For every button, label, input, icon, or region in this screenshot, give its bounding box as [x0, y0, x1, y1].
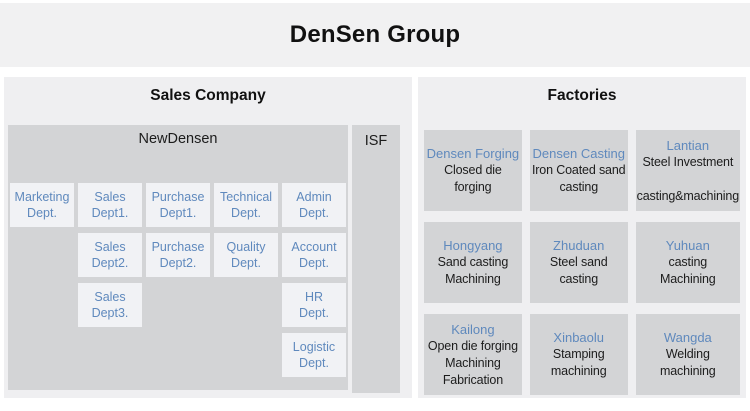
factory-name: Hongyang: [443, 238, 503, 253]
dept-box-sales2: Sales Dept2.: [78, 233, 142, 277]
factory-desc: Steel Investment casting&machining: [636, 154, 740, 203]
factories-section: Factories Densen Forging Closed die forg…: [418, 77, 746, 398]
factories-heading: Factories: [547, 87, 617, 104]
factory-box-hongyang: Hongyang Sand casting Machining: [424, 222, 522, 303]
org-chart-page: DenSen Group Sales Company NewDensen Mar…: [0, 3, 750, 411]
main-content: Sales Company NewDensen Marketing Dept. …: [0, 77, 750, 398]
dept-box-marketing: Marketing Dept.: [10, 183, 74, 227]
factory-grid: Densen Forging Closed die forging Densen…: [418, 130, 746, 395]
factory-box-densen-forging: Densen Forging Closed die forging: [424, 130, 522, 211]
factory-desc: Welding machining: [659, 347, 716, 378]
factory-name: Kailong: [451, 321, 495, 337]
dept-box-admin: Admin Dept.: [282, 183, 346, 227]
dept-box-sales3: Sales Dept3.: [78, 283, 142, 327]
sales-company-heading: Sales Company: [150, 87, 266, 104]
factory-box-kailong: Kailong Open die forging Machining Fabri…: [424, 314, 522, 395]
factory-name: Xinbaolu: [553, 330, 605, 345]
dept-box-account: Account Dept.: [282, 233, 346, 277]
factory-name: Densen Casting: [532, 146, 625, 161]
factory-desc: Closed die forging: [444, 163, 502, 194]
factory-name: Lantian: [666, 137, 710, 153]
factory-desc: Stamping machining: [550, 347, 607, 378]
factory-box-lantian: Lantian Steel Investment casting&machini…: [635, 130, 740, 211]
dept-box-sales1: Sales Dept1.: [78, 183, 142, 227]
factory-box-yuhuan: Yuhuan casting Machining: [635, 222, 740, 303]
factory-name: Zhuduan: [553, 238, 605, 253]
department-grid: Marketing Dept. Sales Dept1. Purchase De…: [10, 183, 346, 377]
sales-company-section: Sales Company NewDensen Marketing Dept. …: [4, 77, 412, 398]
factory-desc: Steel sand casting: [549, 255, 608, 286]
factory-desc: Iron Coated sand casting: [531, 163, 626, 194]
dept-box-logistic: Logistic Dept.: [282, 333, 346, 377]
factory-desc: casting Machining: [659, 255, 716, 286]
dept-box-quality: Quality Dept.: [214, 233, 278, 277]
isf-panel: ISF: [352, 125, 400, 393]
newdensen-label: NewDensen: [138, 131, 218, 147]
factory-desc: Open die forging Machining Fabrication: [427, 338, 518, 387]
dept-box-hr: HR Dept.: [282, 283, 346, 327]
factory-name: Yuhuan: [665, 238, 710, 253]
factory-box-xinbaolu: Xinbaolu Stamping machining: [529, 314, 628, 395]
isf-label: ISF: [364, 133, 388, 149]
factory-box-zhuduan: Zhuduan Steel sand casting: [529, 222, 628, 303]
newdensen-panel: NewDensen Marketing Dept. Sales Dept1. P…: [8, 125, 348, 390]
sales-company-body: NewDensen Marketing Dept. Sales Dept1. P…: [4, 125, 412, 393]
dept-box-technical: Technical Dept.: [214, 183, 278, 227]
factory-name: Densen Forging: [426, 146, 520, 161]
factory-box-wangda: Wangda Welding machining: [635, 314, 740, 395]
factory-desc: Sand casting Machining: [437, 255, 509, 286]
page-title: DenSen Group: [289, 21, 461, 48]
dept-box-purchase1: Purchase Dept1.: [146, 183, 210, 227]
dept-box-purchase2: Purchase Dept2.: [146, 233, 210, 277]
page-header: DenSen Group: [0, 3, 750, 67]
factory-box-densen-casting: Densen Casting Iron Coated sand casting: [529, 130, 628, 211]
factory-name: Wangda: [663, 330, 712, 345]
